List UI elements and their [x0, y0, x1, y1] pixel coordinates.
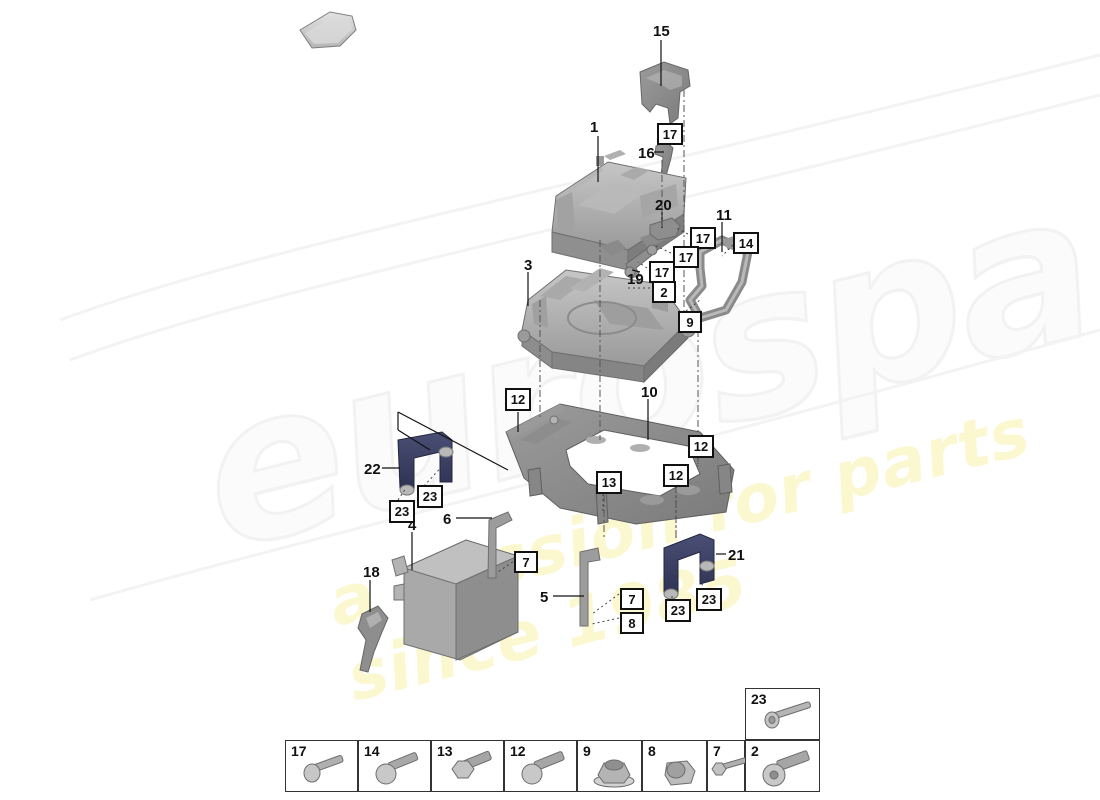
callout-box-23-d: 23	[665, 599, 691, 622]
callout-box-14: 14	[733, 232, 759, 254]
callout-box-7-a: 7	[514, 551, 538, 573]
callout-box-12-b: 12	[688, 435, 714, 458]
part-18-angle-bracket	[357, 605, 389, 673]
legend-cell-8[interactable]: 8	[642, 740, 707, 792]
callout-box-9: 9	[678, 311, 702, 333]
legend-number-23: 23	[751, 691, 767, 707]
callout-18: 18	[363, 564, 380, 581]
callout-box-8: 8	[620, 612, 644, 634]
callout-box-2: 2	[652, 281, 676, 303]
flange-nut-icon	[593, 759, 635, 788]
callout-box-12-c: 12	[663, 464, 689, 487]
part-20-lever	[649, 217, 681, 241]
callout-box-7-b: 7	[620, 588, 644, 610]
callout-box-23-c: 23	[696, 588, 722, 611]
legend-number-8: 8	[648, 743, 656, 759]
callout-15: 15	[653, 23, 670, 40]
callout-21: 21	[728, 547, 745, 564]
callout-3: 3	[524, 257, 533, 274]
legend-number-14: 14	[364, 743, 380, 759]
legend-cell-2[interactable]: 2	[745, 740, 820, 792]
grommet-bush-icon	[664, 760, 696, 786]
legend-number-12: 12	[510, 743, 526, 759]
callout-10: 10	[641, 384, 658, 401]
legend-cell-9[interactable]: 9	[577, 740, 642, 792]
legend-number-9: 9	[583, 743, 591, 759]
callout-20: 20	[655, 197, 672, 214]
callout-19: 19	[627, 271, 644, 288]
callout-box-13: 13	[596, 471, 622, 494]
legend-number-7: 7	[713, 743, 721, 759]
round-head-bolt-icon-2	[521, 751, 565, 785]
callout-4: 4	[408, 517, 417, 534]
pan-head-bolt-icon	[303, 754, 344, 783]
legend-cell-13[interactable]: 13	[431, 740, 504, 792]
callout-box-17-d: 17	[649, 261, 675, 283]
legend-number-2: 2	[751, 743, 759, 759]
socket-head-bolt-icon	[762, 750, 810, 787]
part-small-cover	[299, 11, 357, 49]
callout-6: 6	[443, 511, 452, 528]
part-15-bracket	[639, 61, 691, 125]
hex-flange-bolt-icon	[451, 750, 492, 779]
legend-cell-17[interactable]: 17	[285, 740, 358, 792]
callout-box-23-a: 23	[417, 485, 443, 508]
legend-cell-14[interactable]: 14	[358, 740, 431, 792]
callout-box-17-b: 17	[690, 227, 716, 249]
part-5-strap	[579, 547, 601, 627]
part-21-navy-bracket	[663, 533, 715, 600]
part-22-navy-bracket	[397, 431, 454, 496]
legend-cell-7[interactable]: 7	[707, 740, 748, 792]
callout-22: 22	[364, 461, 381, 478]
long-bolt-icon	[764, 701, 812, 729]
callout-box-12-a: 12	[505, 388, 531, 411]
callout-box-17-c: 17	[673, 246, 699, 268]
callout-11: 11	[716, 207, 732, 224]
callout-box-17-a: 17	[657, 123, 683, 145]
callout-5: 5	[540, 589, 549, 606]
hex-bolt-icon	[711, 757, 748, 776]
legend-cell-23[interactable]: 23	[745, 688, 820, 740]
legend-number-13: 13	[437, 743, 453, 759]
legend-cell-12[interactable]: 12	[504, 740, 577, 792]
callout-16: 16	[638, 145, 655, 162]
part-6-stay	[487, 511, 513, 579]
callout-box-23-b: 23	[389, 500, 415, 523]
legend-number-17: 17	[291, 743, 307, 759]
round-head-bolt-icon	[375, 752, 419, 785]
callout-1: 1	[590, 119, 599, 136]
